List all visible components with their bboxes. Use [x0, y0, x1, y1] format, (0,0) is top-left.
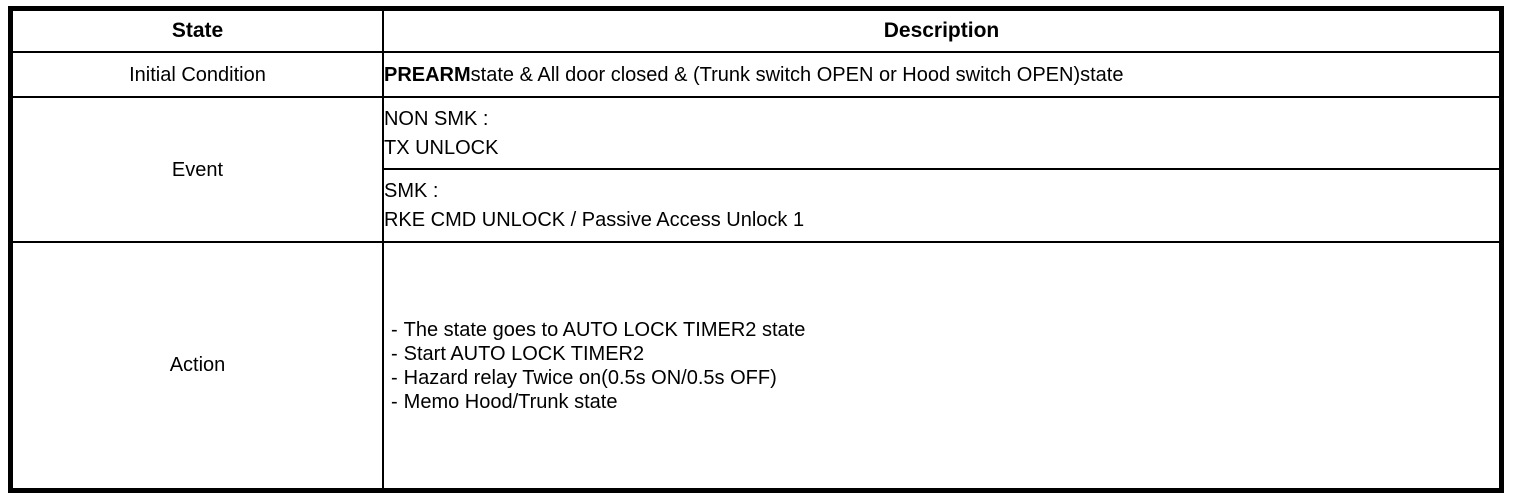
action-item-text: Start AUTO LOCK TIMER2	[403, 343, 645, 366]
event-non-smk-line1: NON SMK :	[383, 107, 489, 130]
event-smk-cell: SMK : RKE CMD UNLOCK / Passive Access Un…	[383, 169, 1499, 241]
event-subtable: NON SMK : TX UNLOCK SMK : RKE CMD UNLOCK…	[383, 98, 1499, 241]
event-smk-line2: RKE CMD UNLOCK / Passive Access Unlock 1	[383, 209, 805, 231]
prearm-rest: state & All door closed & (Trunk switch …	[470, 63, 1124, 86]
bullet-dash-icon: -	[390, 343, 398, 366]
action-item-text: The state goes to AUTO LOCK TIMER2 state	[403, 319, 806, 342]
event-smk-line1: SMK :	[383, 180, 439, 202]
bullet-dash-icon: -	[390, 319, 398, 342]
prearm-term: PREARM	[383, 63, 471, 86]
description-line: PREARMstate & All door closed & (Trunk s…	[384, 63, 1499, 87]
event-non-smk-line2: TX UNLOCK	[383, 136, 499, 159]
event-non-smk-cell: NON SMK : TX UNLOCK	[383, 98, 1499, 170]
action-item: -The state goes to AUTO LOCK TIMER2 stat…	[391, 318, 1499, 342]
column-header-state: State	[9, 7, 384, 53]
action-item: -Hazard relay Twice on(0.5s ON/0.5s OFF)	[391, 366, 1499, 390]
action-item: -Start AUTO LOCK TIMER2	[391, 342, 1499, 366]
state-label-initial-condition: Initial Condition	[9, 51, 384, 98]
description-event: NON SMK : TX UNLOCK SMK : RKE CMD UNLOCK…	[381, 96, 1503, 243]
bullet-dash-icon: -	[390, 367, 398, 390]
state-description-table: State Description Initial Condition PREA…	[8, 6, 1504, 493]
action-item-text: Memo Hood/Trunk state	[403, 391, 618, 414]
table-header-row: State Description	[9, 7, 1503, 53]
table-row-action: Action -The state goes to AUTO LOCK TIME…	[9, 241, 1503, 491]
state-label-event: Event	[9, 96, 384, 243]
table-row-event: Event NON SMK : TX UNLOCK	[9, 96, 1503, 243]
description-action: -The state goes to AUTO LOCK TIMER2 stat…	[381, 241, 1503, 491]
bullet-dash-icon: -	[390, 391, 398, 414]
event-subrow-smk: SMK : RKE CMD UNLOCK / Passive Access Un…	[383, 169, 1499, 241]
table-row-initial-condition: Initial Condition PREARMstate & All door…	[9, 51, 1503, 98]
state-label-action: Action	[9, 241, 384, 491]
action-item: -Memo Hood/Trunk state	[391, 390, 1499, 414]
event-subrow-non-smk: NON SMK : TX UNLOCK	[383, 98, 1499, 170]
column-header-description: Description	[381, 7, 1503, 53]
action-item-text: Hazard relay Twice on(0.5s ON/0.5s OFF)	[403, 367, 777, 390]
description-initial-condition: PREARMstate & All door closed & (Trunk s…	[381, 51, 1503, 98]
action-item-list: -The state goes to AUTO LOCK TIMER2 stat…	[384, 306, 1499, 424]
